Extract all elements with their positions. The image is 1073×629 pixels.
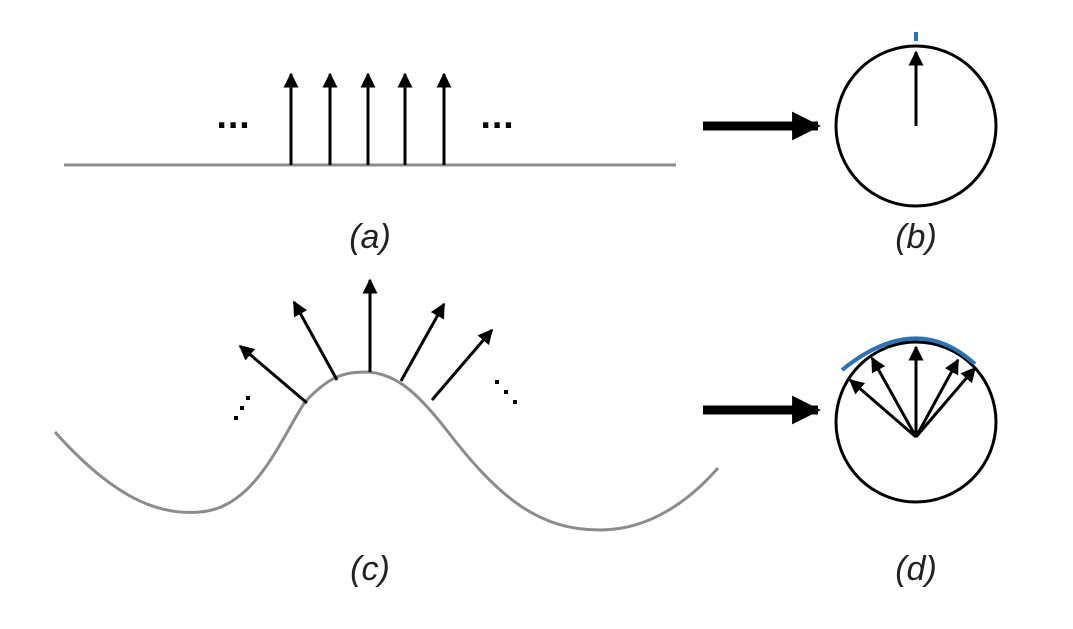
label-a: (a) (349, 218, 391, 256)
normal-arrow (430, 328, 494, 401)
normal-spread-arc (840, 336, 977, 372)
gaussian-sphere-d (834, 340, 998, 504)
curved-normals (238, 278, 494, 405)
normal-arrow (399, 302, 446, 382)
curved-surface-line (53, 370, 720, 532)
panel-b: (b) (834, 32, 998, 256)
panel-a: ... ... (a) (64, 72, 676, 256)
panel-d: (d) (834, 336, 998, 588)
label-c: (c) (350, 550, 390, 588)
ellipsis-left: ... (216, 101, 250, 136)
ellipsis-right: ... (480, 101, 514, 136)
flat-normals (283, 72, 452, 165)
label-d: (d) (895, 550, 937, 588)
ellipsis-diagonal-left (234, 396, 250, 420)
label-b: (b) (895, 218, 937, 256)
normal-arrow (292, 300, 339, 381)
sphere-normal-arrow (870, 356, 918, 438)
panel-c: (c) (53, 278, 720, 588)
sphere-normal-arrow (914, 358, 960, 438)
sphere-normals-d (848, 345, 977, 439)
ellipsis-diagonal-right (495, 380, 517, 404)
sphere-normal-arrow (848, 378, 917, 439)
sphere-normal-arrow (914, 366, 977, 438)
normal-arrow (238, 344, 308, 405)
gaussian-sphere-b (834, 44, 998, 208)
